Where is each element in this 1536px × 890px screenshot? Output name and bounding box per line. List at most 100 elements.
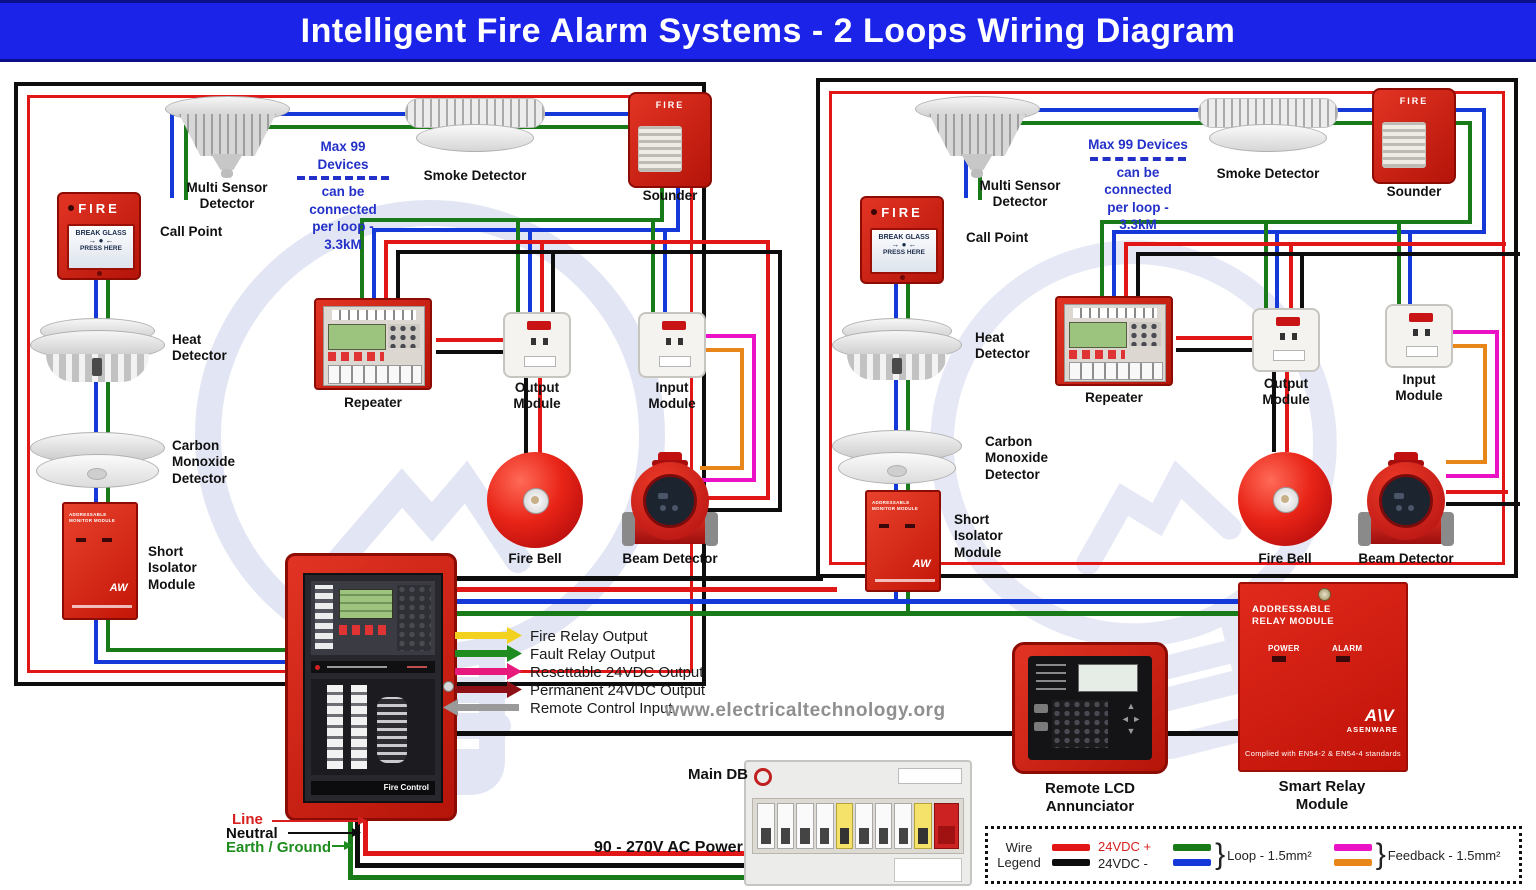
- right-loop-red-wire: [829, 91, 1505, 565]
- wire: [360, 218, 664, 222]
- wire: [184, 125, 188, 200]
- wire: [1397, 220, 1401, 306]
- isolator-brand-logo: AW: [912, 558, 931, 571]
- sounder-fire-text: FIRE: [1399, 96, 1429, 106]
- short-isolator-module-left: ADDRESSABLE MONITOR MODULE AW: [62, 502, 138, 620]
- press-arrows-glyph: → ● ←: [891, 240, 917, 249]
- output-module-right: [1252, 308, 1320, 372]
- remote-control-label: Remote Control Input: [530, 700, 673, 717]
- wire: [1446, 502, 1520, 506]
- call-point-fire-text: FIRE: [881, 205, 923, 220]
- wire: [396, 250, 782, 254]
- wire: [457, 731, 1017, 736]
- fault-relay-arrow: [455, 650, 507, 657]
- heat-label-left: Heat Detector: [172, 332, 227, 364]
- fire-bell-label-right: Fire Bell: [1258, 551, 1312, 566]
- note-dashes: [297, 176, 389, 181]
- wire: [700, 478, 756, 482]
- wire: [372, 228, 680, 232]
- heat-label-right: Heat Detector: [975, 330, 1030, 362]
- wire: [700, 496, 770, 500]
- relay-power-text: POWER: [1268, 644, 1300, 653]
- note-line1: Max 99 Devices: [317, 139, 369, 172]
- asenware-logo-mark: A\V: [1364, 705, 1394, 725]
- isolator-title-text: ADDRESSABLE MONITOR MODULE: [69, 512, 116, 523]
- relay-compliance-text: Complied with EN54-2 & EN54-4 standards: [1245, 748, 1401, 758]
- wire-legend-title: Wire Legend: [997, 840, 1041, 870]
- short-isolator-module-right: ADDRESSABLE MONITOR MODULE AW: [865, 490, 941, 592]
- loop-label: Loop - 1.5mm²: [1227, 847, 1312, 863]
- wire: [524, 376, 528, 454]
- wire: [1136, 252, 1140, 298]
- call-point-label-left: Call Point: [160, 224, 223, 239]
- earth-label: Earth / Ground: [226, 839, 331, 856]
- repeater-left: [314, 298, 432, 390]
- break-glass-text: BREAK GLASS: [878, 234, 930, 241]
- 24vdc-plus-label: 24VDC +: [1098, 839, 1152, 854]
- wire: [1264, 220, 1268, 310]
- wire: [1168, 731, 1242, 736]
- isolator-brand-logo: AW: [109, 582, 128, 595]
- 24vdc-minus-label: 24VDC -: [1098, 856, 1148, 871]
- co-detector-right: [832, 430, 962, 490]
- wire: [1446, 460, 1487, 464]
- main-db-label: Main DB: [688, 766, 748, 783]
- fire-relay-arrow: [455, 632, 507, 639]
- right-loop-box: [816, 78, 1518, 578]
- smoke-label-left: Smoke Detector: [423, 168, 527, 183]
- input-module-right: [1385, 304, 1453, 368]
- wire: [1100, 220, 1472, 224]
- note-line3: per loop - 3.3kM: [1107, 199, 1169, 233]
- sounder-label-left: Sounder: [642, 188, 698, 203]
- fire-control-label: Fire Control: [311, 781, 435, 795]
- loop-green-swatch: [1173, 844, 1212, 851]
- wire: [457, 611, 1244, 616]
- multi-sensor-detector-left: [165, 96, 290, 182]
- feedback-magenta-swatch: [1333, 844, 1372, 851]
- smoke-label-right: Smoke Detector: [1216, 166, 1320, 181]
- input-module-label-left: Input Module: [648, 380, 696, 412]
- note-dashes: [1090, 156, 1186, 161]
- sounder-label-right: Sounder: [1386, 184, 1442, 199]
- feedback-orange-swatch: [1333, 859, 1372, 866]
- fire-bell-left: [487, 452, 583, 548]
- input-module-left: [638, 312, 706, 378]
- wire: [94, 660, 294, 664]
- wire: [1275, 230, 1279, 310]
- smart-relay-module: ADDRESSABLE RELAY MODULE POWER ALARM A\V…: [1238, 582, 1408, 772]
- note-line2: can be connected: [309, 184, 377, 217]
- wire: [384, 240, 388, 302]
- wire: [384, 240, 770, 244]
- output-module-label-left: Output Module: [513, 380, 561, 412]
- wire: [540, 240, 544, 316]
- remote-control-arrow: [457, 704, 519, 711]
- fire-control-panel: Fire Control: [285, 553, 457, 821]
- call-point-label-right: Call Point: [966, 230, 1029, 245]
- feedback-brace: }: [1375, 838, 1386, 871]
- wire: [363, 851, 748, 856]
- smoke-detector-left: [405, 98, 545, 158]
- sounder-left: FIRE: [628, 92, 712, 188]
- wire: [894, 230, 898, 603]
- annunciator-label: Remote LCD Annunciator: [1044, 780, 1135, 816]
- wire: [700, 466, 744, 470]
- 24vdc-plus-swatch: [1052, 844, 1090, 851]
- press-here-text: PRESS HERE: [883, 249, 925, 256]
- wire: [106, 648, 294, 652]
- neutral-pointer-head: [352, 828, 361, 837]
- permanent-24vdc-arrow: [455, 686, 507, 693]
- wire: [1112, 230, 1116, 298]
- wire: [363, 818, 368, 856]
- earth-pointer: [332, 845, 346, 847]
- resettable-24vdc-arrow: [455, 668, 507, 675]
- wire: [457, 599, 1244, 604]
- wire: [360, 218, 364, 302]
- co-detector-left: [30, 432, 165, 494]
- 24vdc-minus-swatch: [1052, 859, 1090, 866]
- isolator-label-left: Short Isolator Module: [148, 544, 197, 592]
- sounder-right: FIRE: [1372, 88, 1456, 184]
- wire: [1272, 372, 1276, 452]
- wire: [766, 240, 770, 500]
- wire-legend: Wire Legend 24VDC + 24VDC - } Loop - 1.5…: [985, 826, 1522, 884]
